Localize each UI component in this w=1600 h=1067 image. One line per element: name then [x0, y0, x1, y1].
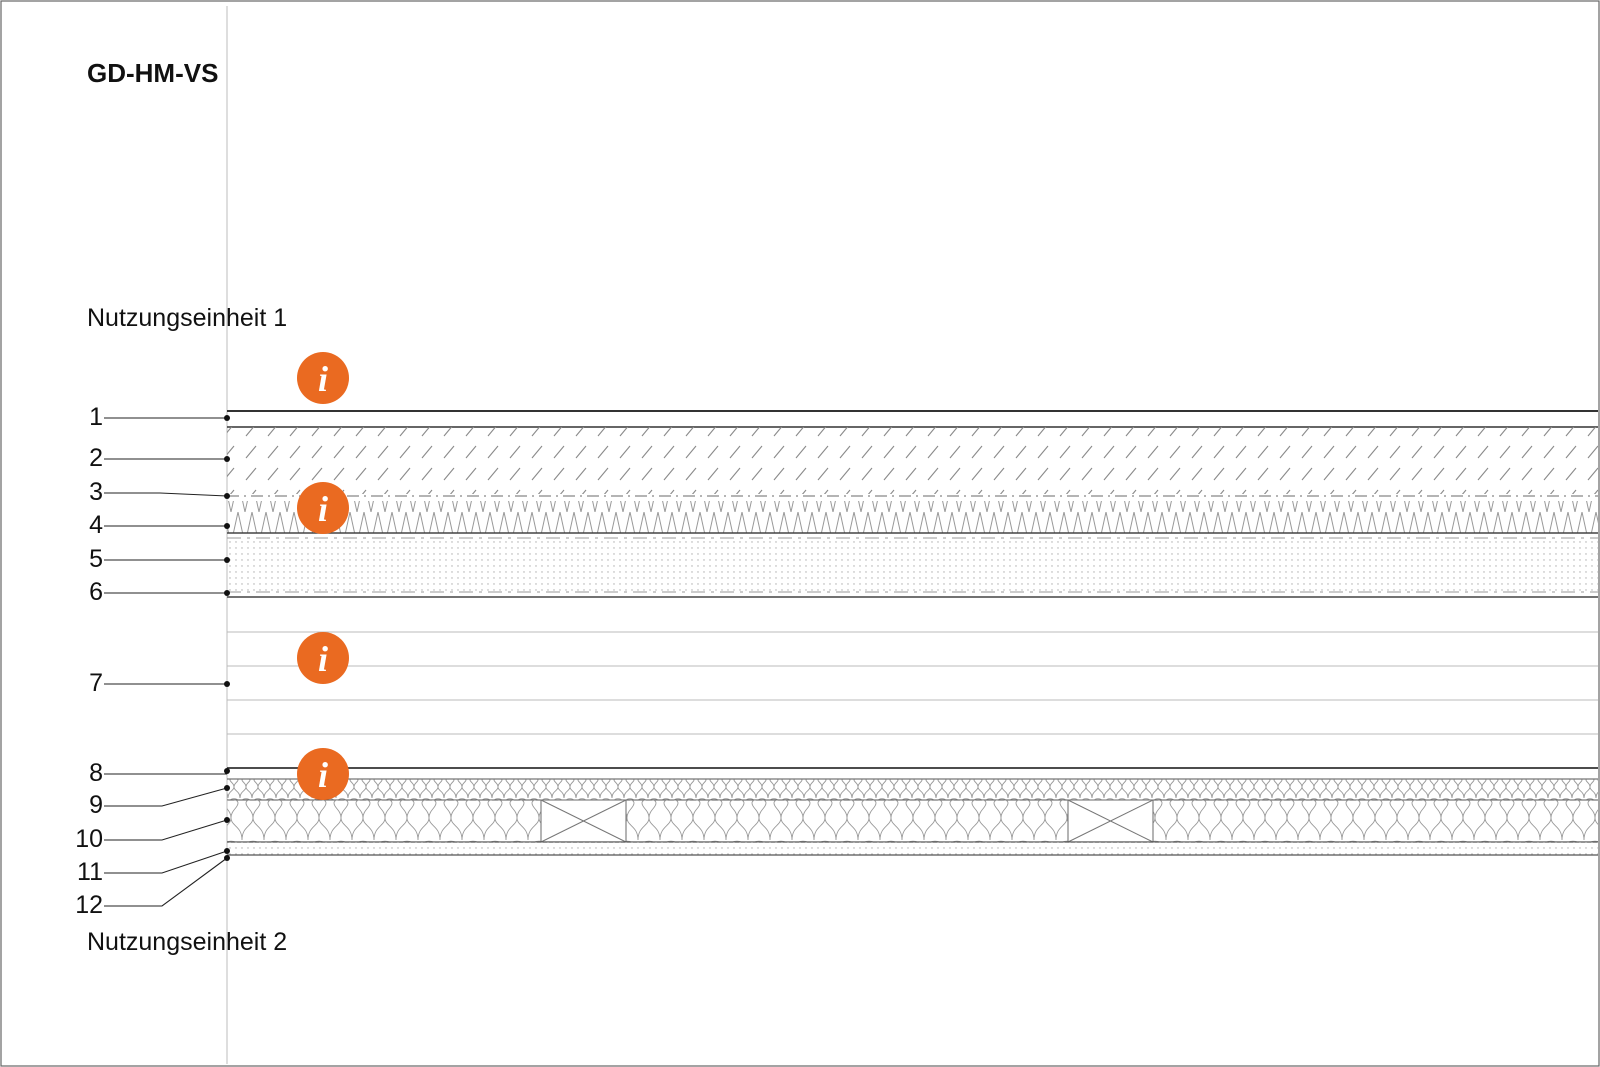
- layer-number: 3: [89, 478, 103, 506]
- layer-number: 10: [75, 825, 103, 853]
- info-icon-glyph: i: [318, 639, 328, 679]
- layer-number: 6: [89, 578, 103, 606]
- layer-number: 5: [89, 545, 103, 573]
- info-icon-glyph: i: [318, 359, 328, 399]
- info-icon[interactable]: i: [297, 748, 349, 800]
- info-icon[interactable]: i: [297, 352, 349, 404]
- layer-number: 11: [77, 858, 103, 886]
- info-icon[interactable]: i: [297, 482, 349, 534]
- layer-9-insulation: [227, 779, 1598, 800]
- layer-number: 7: [89, 669, 103, 697]
- layer-4-insulation: [227, 501, 1598, 533]
- batten-2: [1067, 799, 1154, 843]
- layer-5-fill: [227, 540, 1598, 592]
- layer-number: 9: [89, 791, 103, 819]
- info-icon-glyph: i: [318, 755, 328, 795]
- info-icon[interactable]: i: [297, 632, 349, 684]
- layer-number: 12: [75, 891, 103, 919]
- layer-11-board: [227, 842, 1598, 855]
- zone-label-top: Nutzungseinheit 1: [87, 304, 288, 332]
- info-icon-glyph: i: [318, 489, 328, 529]
- batten-1: [540, 799, 627, 843]
- layer-number: 4: [89, 511, 103, 539]
- layer-number: 8: [89, 759, 103, 787]
- leader-dots: [224, 415, 230, 861]
- layer-10-insulation: [227, 800, 1598, 842]
- zone-label-bottom: Nutzungseinheit 2: [87, 928, 288, 956]
- layer-number: 2: [89, 444, 103, 472]
- leader-lines: [104, 417, 228, 907]
- layer-2-screed: [227, 427, 1598, 494]
- layer-number: 1: [89, 403, 103, 431]
- drawing-title: GD-HM-VS: [87, 58, 219, 88]
